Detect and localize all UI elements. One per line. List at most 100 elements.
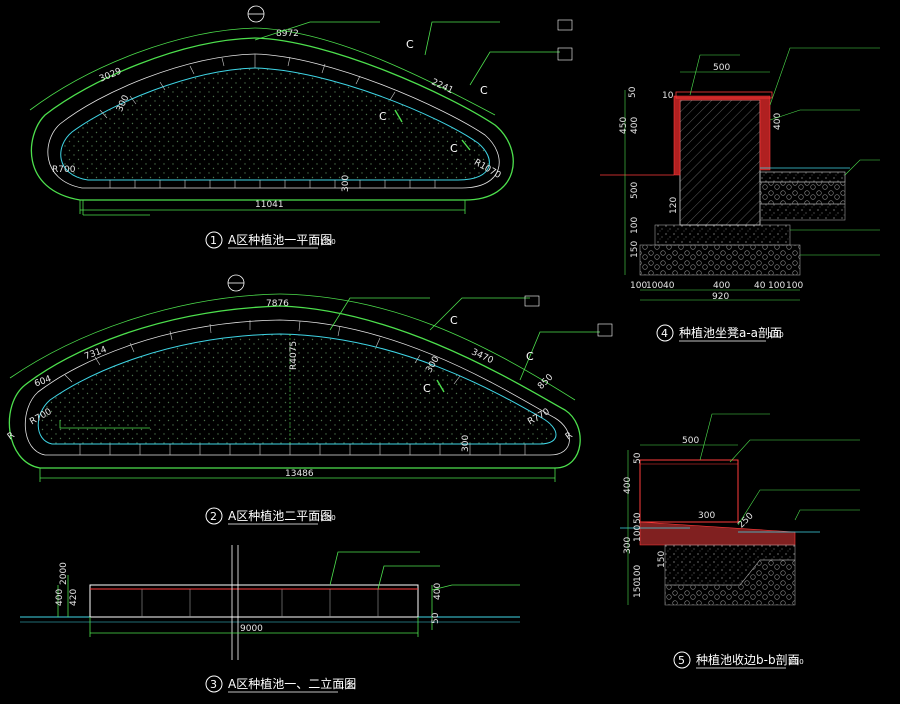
plan1-planting-area [60, 67, 490, 181]
plan-1: 3029 8972 2241 11041 300 300 R1070 R700 … [29, 5, 573, 216]
plan2-dim-left-arc: 7314 [83, 345, 108, 362]
seat-wall-core [679, 99, 761, 226]
sec-a-dim: 100 [630, 281, 647, 291]
elev-dim-wall-inner: 420 [69, 589, 79, 606]
plan2-dim-right-arc: 3470 [470, 347, 495, 366]
plan1-title-block: 1 A区种植池一平面图 1:50 [205, 231, 336, 249]
drawing-scale: 1:10 [788, 658, 804, 666]
plan2-dim-top: 7876 [266, 299, 289, 309]
elev-dim-wall: 400 [55, 589, 65, 606]
plan2-dim-right-end: 850 [536, 372, 555, 391]
curb-stone [639, 459, 739, 523]
drawing-title: A区种植池一、二立面图 [228, 676, 356, 691]
plan1-dim-radius-left: R700 [52, 165, 76, 175]
section-a: 500 10 50 450 400 500 120 100 150 100 10… [600, 47, 880, 302]
elevation-3: 2000 400 420 9000 50 400 [20, 545, 520, 660]
sec-a-dim: 400 [713, 281, 730, 291]
sec-a-dim: 450 [619, 117, 629, 134]
plan1-section-markers: C C C C [379, 38, 488, 155]
drawing-number: 1 [210, 234, 217, 247]
section-mark-c: C [379, 110, 387, 123]
plan2-dim-bottom: 13486 [285, 469, 314, 479]
sec-a-dim: 100 [646, 281, 663, 291]
drawing-scale: 1:20 [340, 682, 356, 690]
sec-a-dim: 400 [773, 113, 783, 130]
sec-b-dim: 150 [633, 581, 643, 598]
section-mark-c: C [423, 382, 431, 395]
plan2-outer-outline [8, 305, 581, 469]
elev-dim-length: 9000 [240, 624, 263, 634]
drawing-number: 3 [210, 678, 217, 691]
plan2-section-markers: C C C [423, 314, 534, 395]
svg-text:R: R [6, 431, 17, 443]
drawing-scale: 1:50 [320, 514, 336, 522]
plan2-dim-radius-center: R4075 [289, 341, 299, 370]
sec-b-dim: 100 [633, 525, 643, 542]
section-mark-c: C [406, 38, 414, 51]
gravel-bed [664, 559, 796, 606]
drawing-scale: 1:10 [768, 331, 784, 339]
plan1-dim-right-arc: 2241 [430, 77, 455, 96]
sec-a-dim: 920 [712, 292, 729, 302]
stone-cladding [673, 95, 771, 176]
sec-a-dim: 120 [669, 197, 679, 214]
svg-text:R: R [564, 431, 575, 443]
sec-b-dim: 300 [698, 511, 715, 521]
sec-b-dim: 300 [623, 537, 633, 554]
drawing-number: 5 [678, 654, 685, 667]
section-mark-c: C [450, 142, 458, 155]
drawing-scale: 1:50 [320, 238, 336, 246]
sec-b-dim: 250 [736, 511, 755, 530]
plan-2: 7876 7314 3470 13486 300 R4075 R700 300 … [6, 274, 613, 482]
plan2-curb [24, 319, 570, 456]
plan2-planting-area [37, 333, 557, 445]
sec-b-dim: 50 [633, 452, 643, 464]
elevation-title-block: 3 A区种植池一、二立面图 1:20 [205, 675, 356, 693]
plan1-dim-top: 8972 [276, 29, 299, 39]
section-mark-c: C [480, 84, 488, 97]
sec-a-dim: 100 [786, 281, 803, 291]
plan1-dim-bottom: 11041 [255, 200, 284, 210]
sec-b-dim: 500 [682, 436, 699, 446]
sec-a-dim: 40 [663, 281, 675, 291]
plan2-dim-curb: 300 [461, 435, 471, 452]
plan1-dim-left-arc: 3029 [98, 67, 123, 85]
sec-b-dim: 100 [633, 565, 643, 582]
sec-b-dim: 150 [657, 551, 667, 568]
sec-b-dim: 400 [623, 477, 633, 494]
drawing-number: 2 [210, 510, 217, 523]
elev-dim-height: 2000 [59, 562, 69, 585]
elev-dim-right: 400 [433, 583, 443, 600]
sec-a-dim: 100 [768, 281, 785, 291]
sec-a-dim: 500 [630, 182, 640, 199]
drawing-title: A区种植池二平面图 [228, 508, 332, 523]
drawing-title: A区种植池一平面图 [228, 232, 332, 247]
sec-a-dim: 400 [630, 117, 640, 134]
section-b: 500 50 400 300 50 250 100 300 150 100 15… [620, 413, 860, 606]
section-mark-c: C [526, 350, 534, 363]
sec-a-dim: 50 [628, 86, 638, 98]
section-a-title-block: 4 种植池坐凳a-a剖面 1:10 [656, 324, 784, 342]
sec-b-dim: 50 [633, 512, 643, 524]
section-b-title-block: 5 种植池收边b-b剖面 1:10 [673, 651, 804, 669]
sec-a-dim: 150 [630, 241, 640, 258]
drawing-title: 种植池收边b-b剖面 [696, 652, 800, 667]
plan2-paver-joints [64, 320, 526, 455]
sec-a-dim: 40 [754, 281, 766, 291]
sec-a-dim: 10 [662, 91, 674, 101]
plan1-paver-joints [99, 54, 436, 188]
elev-dim-cap: 50 [431, 612, 441, 624]
section-mark-c: C [450, 314, 458, 327]
paving-layer [759, 171, 846, 183]
drawing-title: 种植池坐凳a-a剖面 [679, 325, 782, 340]
plan1-outer-outline [30, 37, 514, 201]
drawing-number: 4 [661, 327, 668, 340]
elevation-wall [89, 584, 419, 618]
gravel-base [639, 244, 801, 276]
plan1-dim-curb: 300 [341, 175, 351, 192]
plan2-title-block: 2 A区种植池二平面图 1:50 [205, 507, 336, 525]
sec-a-dim: 100 [630, 217, 640, 234]
concrete-base [654, 224, 791, 246]
